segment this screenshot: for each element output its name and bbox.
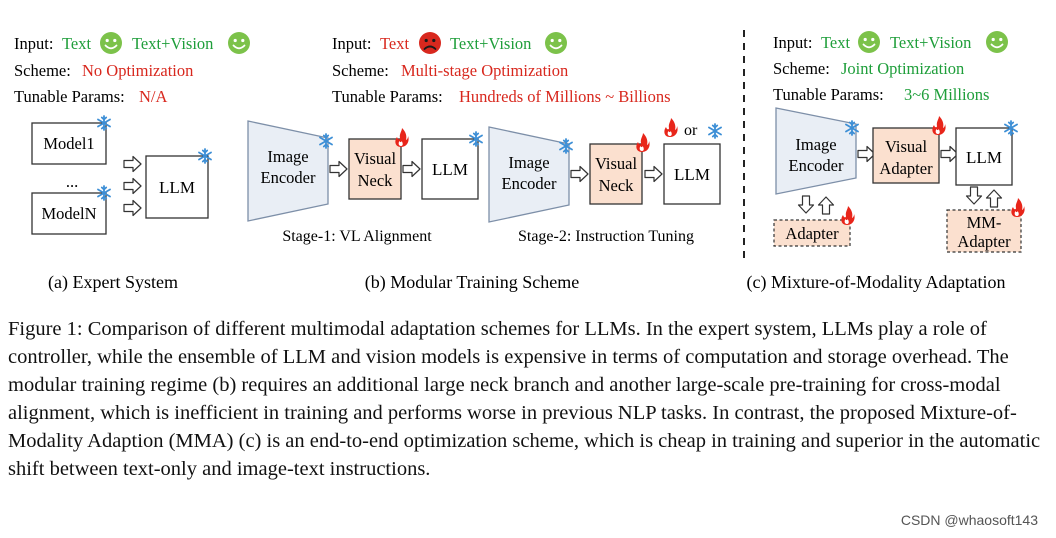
stage2-label: Stage-2: Instruction Tuning bbox=[518, 228, 694, 245]
mm-adapter-label-line2: Adapter bbox=[957, 232, 1011, 251]
image-encoder-label-line1: Image bbox=[508, 153, 549, 172]
hollow-arrow-icon bbox=[817, 196, 835, 215]
panel-b-caption: (b) Modular Training Scheme bbox=[365, 272, 579, 293]
mm-adapter-label-line1: MM- bbox=[967, 213, 1002, 232]
tunable-params-label: Tunable Params: bbox=[14, 87, 125, 106]
scheme-label: Scheme: bbox=[332, 61, 389, 80]
smiley-sad-icon bbox=[418, 31, 442, 55]
visual-adapter-box bbox=[872, 127, 940, 184]
input-text-label: Text bbox=[62, 34, 92, 53]
visual-neck-label-line1: Visual bbox=[595, 154, 638, 173]
hollow-arrow-icon bbox=[123, 199, 142, 217]
modelN-box bbox=[31, 192, 107, 235]
llm-box bbox=[145, 155, 209, 219]
tunable-params-value: Hundreds of Millions ~ Billions bbox=[459, 87, 671, 106]
llm-box bbox=[421, 138, 479, 200]
models-ellipsis: ... bbox=[66, 172, 78, 191]
input-label: Input: bbox=[14, 34, 53, 53]
llm-box bbox=[663, 143, 721, 205]
input-label: Input: bbox=[773, 33, 812, 52]
tunable-params-label: Tunable Params: bbox=[332, 87, 443, 106]
llm-label: LLM bbox=[159, 178, 195, 197]
flame-icon bbox=[932, 116, 946, 135]
mm-adapter-box bbox=[946, 209, 1022, 253]
smiley-happy-icon bbox=[227, 31, 251, 55]
hollow-arrow-icon bbox=[985, 189, 1003, 208]
scheme-label: Scheme: bbox=[14, 61, 71, 80]
hollow-arrow-icon bbox=[797, 195, 815, 214]
hollow-arrow-icon bbox=[123, 177, 142, 195]
input-text-label: Text bbox=[821, 33, 851, 52]
visual-neck-label-line2: Neck bbox=[358, 171, 394, 190]
input-text-vision-label: Text+Vision bbox=[890, 33, 971, 52]
image-encoder-label-line1: Image bbox=[795, 135, 836, 154]
visual-adapter-label-line1: Visual bbox=[885, 137, 928, 156]
flame-icon bbox=[395, 128, 409, 147]
image-encoder-label-line2: Encoder bbox=[261, 168, 316, 187]
scheme-label: Scheme: bbox=[773, 59, 830, 78]
flame-icon bbox=[636, 133, 650, 152]
flame-icon bbox=[664, 118, 678, 137]
input-text-label: Text bbox=[380, 34, 410, 53]
image-encoder-trapezoid bbox=[247, 120, 329, 222]
image-encoder-label-line1: Image bbox=[267, 147, 308, 166]
visual-neck-label-line2: Neck bbox=[599, 176, 635, 195]
csdn-watermark: CSDN @whaosoft143 bbox=[900, 512, 1038, 528]
tunable-params-label: Tunable Params: bbox=[773, 85, 884, 104]
panel-a-expert-system: Input: Text Text+Vision Scheme: No Optim… bbox=[14, 31, 251, 293]
image-encoder-label-line2: Encoder bbox=[502, 174, 557, 193]
llm-label: LLM bbox=[432, 160, 468, 179]
smiley-happy-icon bbox=[99, 31, 123, 55]
stage1-label: Stage-1: VL Alignment bbox=[282, 228, 432, 245]
adapter-box bbox=[773, 219, 851, 247]
hollow-arrow-icon bbox=[329, 160, 348, 178]
input-text-vision-label: Text+Vision bbox=[132, 34, 213, 53]
panel-c-caption: (c) Mixture-of-Modality Adaptation bbox=[747, 272, 1006, 293]
panel-c-mixture-of-modality: Input: Text Text+Vision Scheme: Joint Op… bbox=[747, 30, 1025, 293]
tunable-params-value: 3~6 Millions bbox=[904, 85, 989, 104]
figure-caption: Figure 1: Comparison of different multim… bbox=[8, 318, 1041, 480]
hollow-arrow-icon bbox=[965, 186, 983, 205]
hollow-arrow-icon bbox=[644, 165, 663, 183]
flame-icon bbox=[1011, 198, 1025, 217]
smiley-happy-icon bbox=[544, 31, 568, 55]
panel-a-caption: (a) Expert System bbox=[48, 272, 178, 293]
or-label: or bbox=[684, 122, 698, 139]
model1-label: Model1 bbox=[43, 134, 94, 153]
model1-box bbox=[31, 122, 107, 165]
smiley-happy-icon bbox=[857, 30, 881, 54]
image-encoder-label-line2: Encoder bbox=[789, 156, 844, 175]
scheme-value: Multi-stage Optimization bbox=[401, 61, 568, 80]
figure-1-diagram: Input: Text Text+Vision Scheme: No Optim… bbox=[14, 30, 1025, 293]
visual-adapter-label-line2: Adapter bbox=[879, 159, 933, 178]
flame-icon bbox=[841, 206, 855, 225]
smiley-happy-icon bbox=[985, 30, 1009, 54]
llm-label: LLM bbox=[966, 148, 1002, 167]
hollow-arrow-icon bbox=[123, 155, 142, 173]
hollow-arrow-icon bbox=[570, 165, 589, 183]
modelN-label: ModelN bbox=[42, 204, 97, 223]
snowflake-icon bbox=[708, 123, 722, 139]
panel-b-modular-training: Input: Text Text+Vision Scheme: Multi-st… bbox=[247, 31, 722, 293]
llm-box bbox=[955, 127, 1013, 186]
scheme-value: No Optimization bbox=[82, 61, 193, 80]
adapter-label: Adapter bbox=[785, 224, 839, 243]
image-encoder-trapezoid bbox=[488, 126, 570, 223]
image-encoder-trapezoid bbox=[775, 107, 857, 195]
visual-neck-label-line1: Visual bbox=[354, 149, 397, 168]
llm-label: LLM bbox=[674, 165, 710, 184]
visual-neck-box bbox=[589, 143, 643, 205]
input-label: Input: bbox=[332, 34, 371, 53]
tunable-params-value: N/A bbox=[139, 87, 168, 106]
visual-neck-box bbox=[348, 138, 402, 200]
input-text-vision-label: Text+Vision bbox=[450, 34, 531, 53]
hollow-arrow-icon bbox=[402, 160, 421, 178]
scheme-value: Joint Optimization bbox=[841, 59, 964, 78]
